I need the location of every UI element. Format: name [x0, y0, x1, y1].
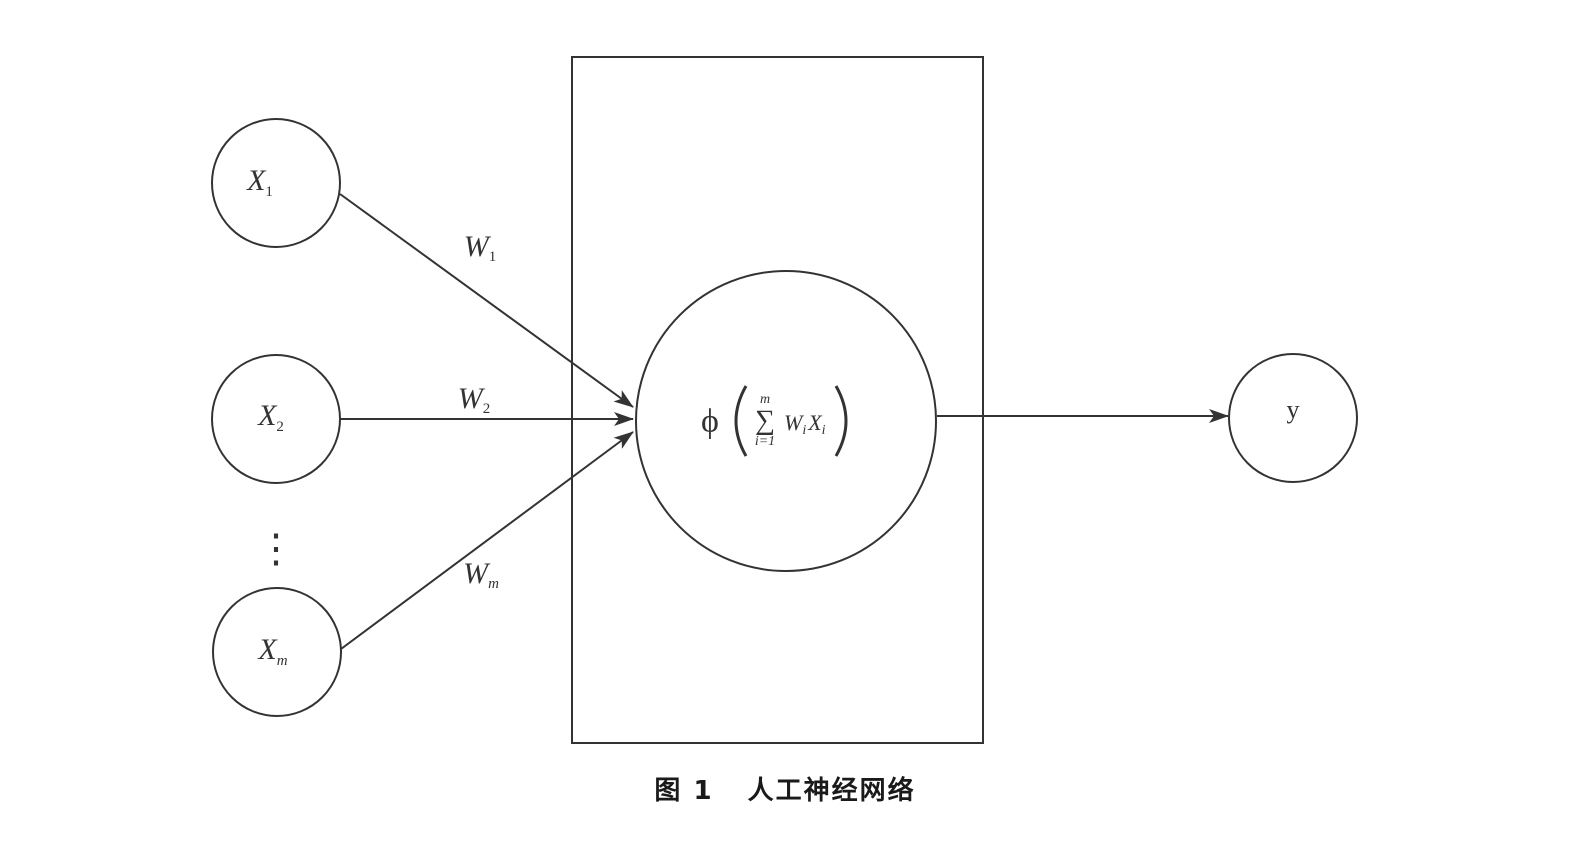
weight-w1-label: W1 — [464, 230, 497, 265]
weight-w2-label: W2 — [458, 382, 491, 417]
term-x-sub: i — [822, 423, 826, 438]
sum-symbol: ∑ — [755, 405, 775, 436]
input-node-x2: X2 — [211, 354, 341, 484]
weight-wm-label: Wm — [463, 557, 499, 592]
input-x2-base: X — [257, 399, 278, 432]
output-node-y: y — [1228, 353, 1358, 483]
neuron-formula: ϕ m ∑ i=1 WiXi — [701, 385, 848, 457]
weight-wm-base: W — [463, 557, 491, 590]
sum-upper-limit: m — [760, 392, 770, 407]
input-node-xm: Xm — [212, 587, 342, 717]
sum-lower-limit: i=1 — [755, 434, 775, 449]
formula-left-paren — [734, 385, 748, 457]
weight-w1-base: W — [464, 230, 492, 263]
svg-text:X2: X2 — [257, 399, 284, 435]
weight-w2-sub: 2 — [483, 401, 491, 417]
neuron-box — [571, 56, 984, 744]
input-xm-sub: m — [277, 653, 288, 669]
edge-xm-to-neuron — [340, 431, 634, 650]
term-w-base: W — [784, 410, 804, 435]
svg-text:X1: X1 — [246, 164, 273, 200]
formula-right-paren — [834, 385, 848, 457]
edge-x1-to-neuron — [339, 193, 634, 408]
weight-w2-base: W — [458, 382, 486, 415]
neuron-node: ϕ m ∑ i=1 WiXi — [635, 270, 937, 572]
input-node-x1: X1 — [211, 118, 341, 248]
formula-term: WiXi — [784, 410, 826, 438]
weight-wm-sub: m — [488, 576, 499, 592]
input-xm-base: X — [257, 633, 278, 666]
figure-caption: 图 1 人工神经网络 — [0, 770, 1570, 807]
svg-text:Xm: Xm — [257, 633, 287, 669]
input-x1-sub: 1 — [265, 184, 273, 200]
term-w-sub: i — [802, 423, 806, 438]
input-ellipsis: ⋮ — [256, 526, 296, 571]
weight-w1-sub: 1 — [489, 249, 497, 265]
input-x2-sub: 2 — [276, 419, 284, 435]
input-x1-base: X — [246, 164, 267, 197]
output-label: y — [1287, 395, 1300, 424]
figure-number: 图 1 — [654, 776, 714, 806]
activation-symbol: ϕ — [701, 403, 719, 440]
term-x-base: X — [807, 410, 823, 435]
figure-title: 人工神经网络 — [747, 776, 916, 806]
